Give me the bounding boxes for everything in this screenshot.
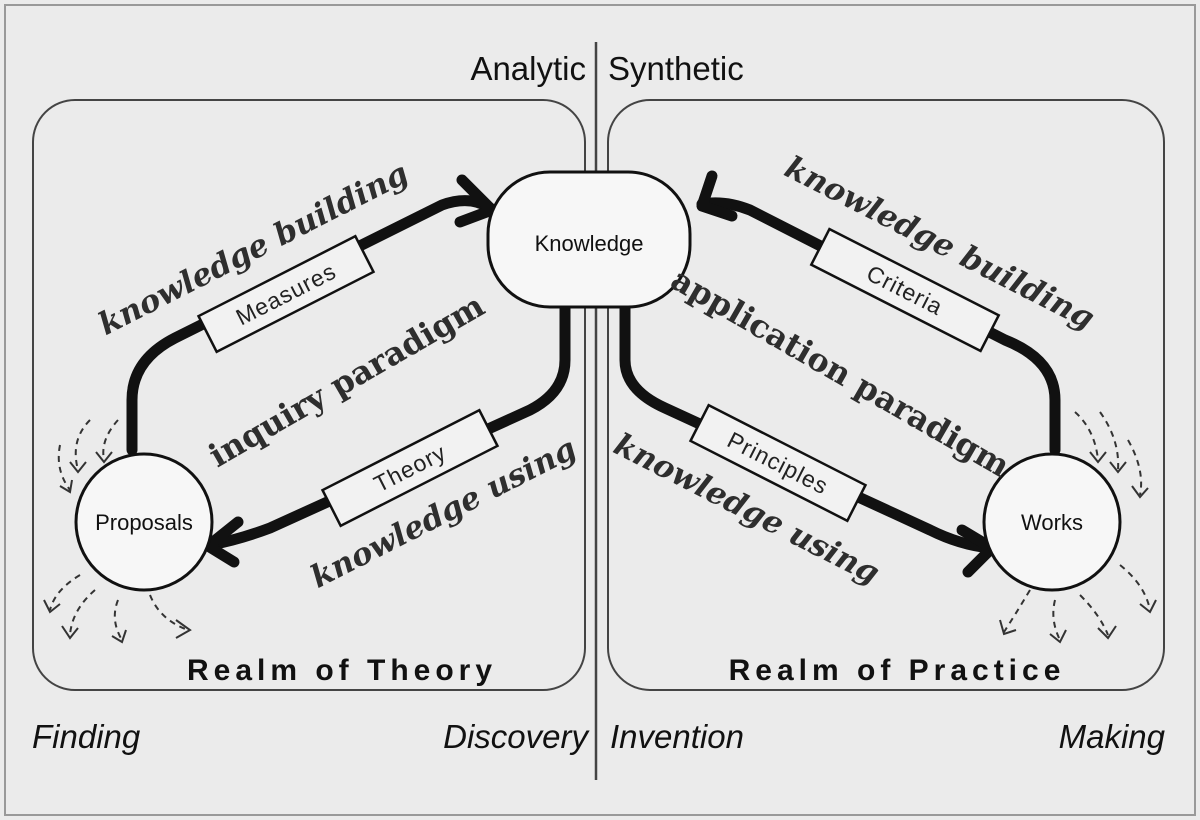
right-building-arrowhead xyxy=(696,170,738,222)
left-using-arrow xyxy=(204,302,571,551)
discovery-label: Discovery xyxy=(443,718,590,755)
right-building-arrow xyxy=(696,197,1061,456)
realm-of-theory-panel xyxy=(32,99,586,691)
synthetic-label: Synthetic xyxy=(608,50,744,87)
invention-label: Invention xyxy=(610,718,744,755)
analytic-label: Analytic xyxy=(470,50,586,87)
realm-of-practice-label: Realm of Practice xyxy=(729,654,1066,687)
knowledge-node xyxy=(486,170,692,309)
theory-box: Theory xyxy=(320,408,500,528)
knowledge-label: Knowledge xyxy=(535,231,644,256)
left-building-arrow xyxy=(126,195,496,456)
realm-of-theory-label: Realm of Theory xyxy=(187,654,497,687)
finding-label: Finding xyxy=(32,718,141,755)
proposals-dashed-arrows xyxy=(43,419,192,644)
proposals-label: Proposals xyxy=(95,510,193,535)
works-label: Works xyxy=(1021,510,1083,535)
realm-of-practice-panel xyxy=(607,99,1165,691)
right-using-arrow xyxy=(619,302,996,554)
works-dashed-arrows xyxy=(999,411,1157,644)
making-label: Making xyxy=(1059,718,1166,755)
outer-frame xyxy=(4,4,1196,816)
works-node xyxy=(982,452,1122,592)
proposals-node xyxy=(74,452,214,592)
